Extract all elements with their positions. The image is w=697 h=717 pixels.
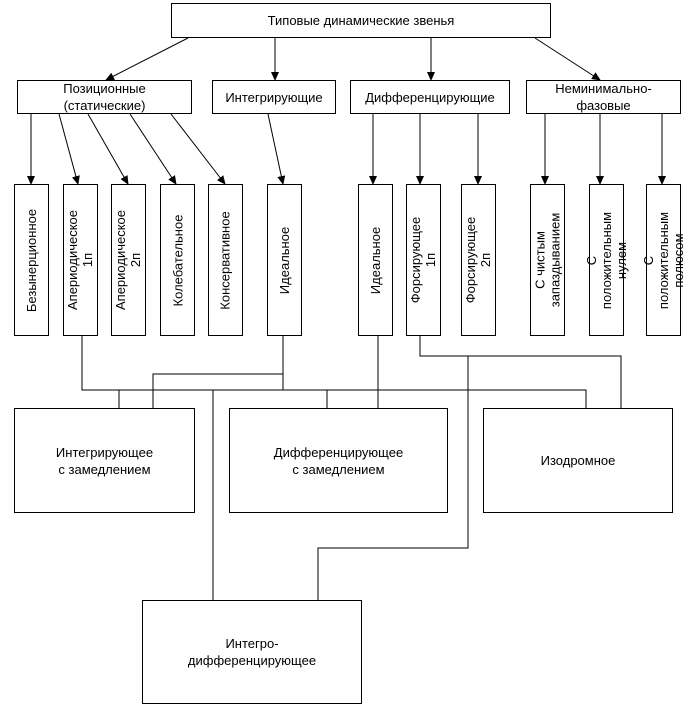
- arrow-root-positional: [105, 37, 189, 81]
- link-aperiodic-2-label: Апериодическое 2п: [113, 209, 144, 311]
- wire-forcing-to-integro: [317, 356, 469, 600]
- combined-isodromic-label: Изодромное: [540, 453, 616, 468]
- link-forcing-2-label: Форсирующее 2п: [463, 216, 494, 304]
- category-differentiating: Дифференцирующие: [350, 80, 510, 114]
- root-label: Типовые динамические звенья: [267, 13, 455, 28]
- link-conservative: Консервативное: [208, 184, 243, 336]
- combined-integrating-delay-label: Интегрирующее с замедлением: [55, 444, 154, 477]
- arrow-positional-2: [58, 113, 80, 185]
- link-ideal-differentiating-label: Идеальное: [368, 226, 384, 294]
- link-aperiodic-1-label: Апериодическое 1п: [65, 209, 96, 311]
- combined-differentiating-delay: Дифференцирующее с замедлением: [229, 408, 448, 513]
- combined-differentiating-delay-label: Дифференцирующее с замедлением: [273, 444, 404, 477]
- arrow-root-nonminimal: [534, 37, 601, 81]
- link-oscillatory: Колебательное: [160, 184, 195, 336]
- combined-integrating-delay: Интегрирующее с замедлением: [14, 408, 195, 513]
- combined-isodromic: Изодромное: [483, 408, 673, 513]
- link-forcing-1: Форсирующее 1п: [406, 184, 441, 336]
- wire-ideal-int-to-integrating-delay: [152, 336, 284, 408]
- link-positive-pole-label: С положительным полюсом: [641, 211, 686, 309]
- category-positional-label: Позиционные (статические): [63, 81, 146, 113]
- arrow-positional-5: [170, 113, 226, 185]
- link-forcing-1-label: Форсирующее 1п: [408, 216, 439, 304]
- category-differentiating-label: Дифференцирующие: [365, 89, 495, 105]
- link-positive-zero-label: С положительным нулем: [584, 211, 629, 309]
- category-positional: Позиционные (статические): [17, 80, 192, 114]
- category-nonminimal: Неминимально- фазовые: [526, 80, 681, 114]
- link-oscillatory-label: Колебательное: [170, 214, 186, 306]
- wire-aperiodic-to-isodromic: [81, 336, 587, 408]
- arrow-positional-4: [129, 113, 177, 185]
- category-integrating-label: Интегрирующие: [225, 89, 323, 105]
- link-conservative-label: Консервативное: [218, 210, 234, 310]
- wire-forcing-to-isodromic: [419, 336, 622, 408]
- link-forcing-2: Форсирующее 2п: [461, 184, 496, 336]
- link-positive-zero: С положительным нулем: [584, 184, 629, 336]
- link-pure-delay-label: С чистым запаздыванием: [532, 212, 563, 308]
- link-ideal-integrating-label: Идеальное: [277, 226, 293, 294]
- combined-integro-differentiating-label: Интегро- дифференцирующее: [187, 636, 317, 668]
- link-inertialess: Безынерционное: [14, 184, 49, 336]
- wire-ideal-int-to-differentiating-delay: [282, 374, 328, 408]
- link-pure-delay: С чистым запаздыванием: [530, 184, 565, 336]
- combined-integro-differentiating: Интегро- дифференцирующее: [142, 600, 362, 704]
- root-node: Типовые динамические звенья: [171, 3, 551, 38]
- link-positive-pole: С положительным полюсом: [641, 184, 686, 336]
- arrow-positional-3: [87, 113, 129, 185]
- link-ideal-differentiating: Идеальное: [358, 184, 393, 336]
- arrow-integrating-1: [267, 113, 286, 185]
- category-integrating: Интегрирующие: [212, 80, 336, 114]
- link-ideal-integrating: Идеальное: [267, 184, 302, 336]
- link-inertialess-label: Безынерционное: [24, 208, 39, 312]
- link-aperiodic-2: Апериодическое 2п: [111, 184, 146, 336]
- category-nonminimal-label: Неминимально- фазовые: [555, 81, 652, 113]
- link-aperiodic-1: Апериодическое 1п: [63, 184, 98, 336]
